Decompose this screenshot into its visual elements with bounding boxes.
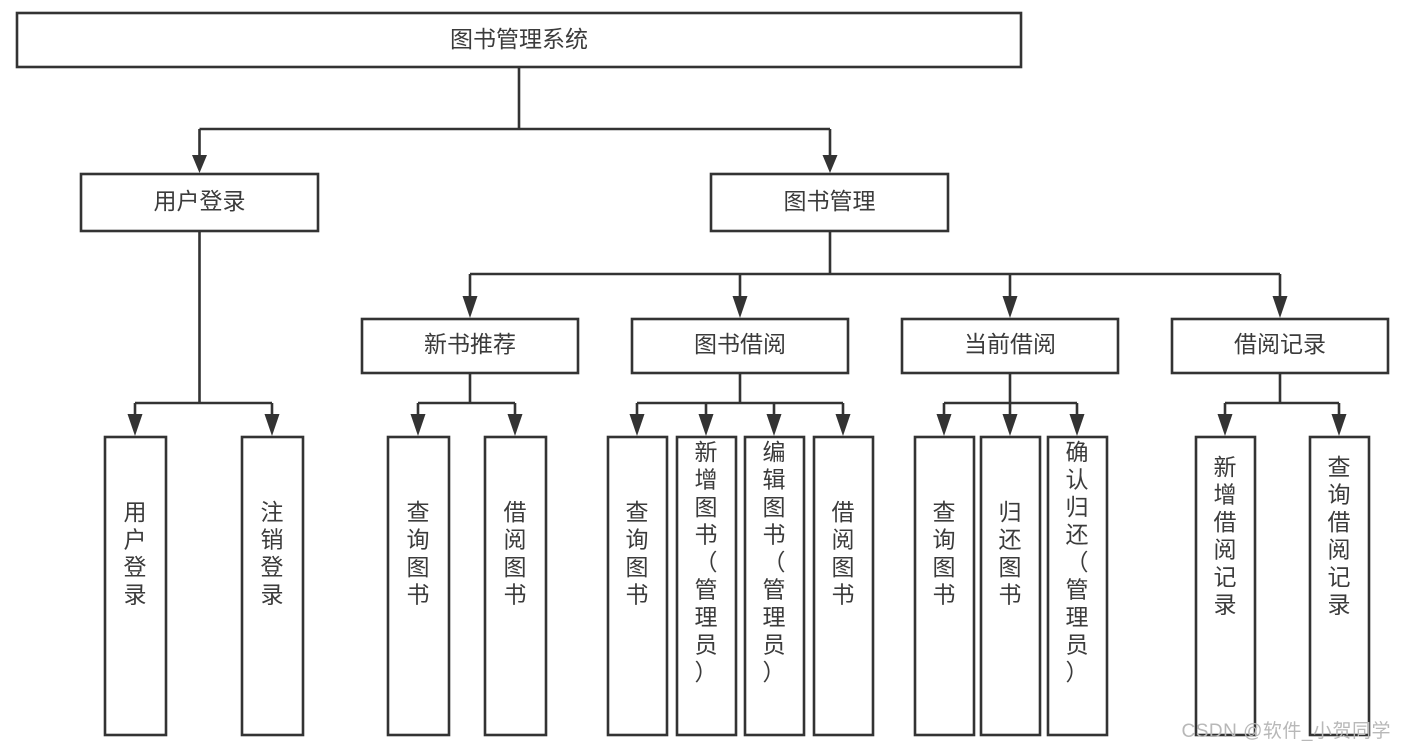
arrow-head-icon <box>698 414 714 436</box>
arrow-head-icon <box>507 414 523 436</box>
node-root[interactable]: 图书管理系统 <box>15 11 1023 69</box>
leaf-node[interactable]: 确认归还（管理员） <box>1046 435 1109 737</box>
connector-userlogin-to-leaves <box>127 231 280 436</box>
node-current-borrow-label: 当前借阅 <box>964 331 1056 357</box>
arrow-head-icon <box>1069 414 1085 436</box>
leaf-label-vertical: 用户登录 <box>124 499 147 608</box>
connector-newbook-to-leaves <box>410 373 523 436</box>
arrow-head-icon <box>264 414 280 436</box>
arrow-head-icon <box>1002 414 1018 436</box>
leaf-label-vertical: 查询图书 <box>933 499 956 608</box>
leaf-label-vertical: 查询借阅记录 <box>1328 454 1351 618</box>
arrow-head-icon <box>766 414 782 436</box>
leaf-node[interactable]: 借阅图书 <box>483 435 548 737</box>
node-user-login[interactable]: 用户登录 <box>79 172 320 233</box>
csdn-watermark: CSDN @软件_小贺同学 <box>1181 721 1391 742</box>
leaf-label-vertical: 查询图书 <box>626 499 649 608</box>
arrow-head-icon <box>1217 414 1233 436</box>
leaf-node[interactable]: 归还图书 <box>979 435 1042 737</box>
arrow-head-icon <box>936 414 952 436</box>
arrow-head-icon <box>462 296 478 318</box>
node-new-book-recommend-label: 新书推荐 <box>424 331 516 357</box>
arrow-head-icon <box>822 155 838 173</box>
node-borrow-record-label: 借阅记录 <box>1234 331 1326 357</box>
arrow-head-icon <box>127 414 143 436</box>
leaf-node[interactable]: 用户登录 <box>103 435 168 737</box>
leaf-node[interactable]: 查询图书 <box>386 435 451 737</box>
node-book-management[interactable]: 图书管理 <box>709 172 950 233</box>
arrow-head-icon <box>629 414 645 436</box>
leaf-label-vertical: 编辑图书（管理员） <box>763 439 786 685</box>
node-root-label: 图书管理系统 <box>450 26 588 52</box>
leaf-node[interactable]: 新增借阅记录 <box>1194 435 1257 737</box>
node-book-borrow-label: 图书借阅 <box>694 331 786 357</box>
arrow-head-icon <box>835 414 851 436</box>
leaf-label-vertical: 借阅图书 <box>504 499 527 608</box>
leaf-node[interactable]: 借阅图书 <box>812 435 875 737</box>
leaf-node[interactable]: 注销登录 <box>240 435 305 737</box>
arrow-head-icon <box>1331 414 1347 436</box>
leaf-node[interactable]: 编辑图书（管理员） <box>743 435 806 737</box>
leaf-node[interactable]: 查询借阅记录 <box>1308 435 1371 737</box>
node-book-management-label: 图书管理 <box>784 188 876 214</box>
connector-currentborrow-to-leaves <box>936 373 1085 436</box>
arrow-head-icon <box>410 414 426 436</box>
connector-bookborrow-to-leaves <box>629 373 851 436</box>
arrow-head-icon <box>1272 296 1288 318</box>
leaf-label-vertical: 归还图书 <box>999 499 1022 608</box>
connector-borrowrecord-to-leaves <box>1217 373 1347 436</box>
node-borrow-record[interactable]: 借阅记录 <box>1170 317 1390 375</box>
leaf-label-vertical: 注销登录 <box>261 499 284 608</box>
leaf-node[interactable]: 查询图书 <box>913 435 976 737</box>
leaf-label-vertical: 新增图书（管理员） <box>695 439 718 685</box>
node-book-borrow[interactable]: 图书借阅 <box>630 317 850 375</box>
arrow-head-icon <box>1002 296 1018 318</box>
connector-root-to-level2 <box>192 67 838 173</box>
node-current-borrow[interactable]: 当前借阅 <box>900 317 1120 375</box>
node-user-login-label: 用户登录 <box>154 188 246 214</box>
leaf-label-vertical: 借阅图书 <box>832 499 855 608</box>
leaf-label-vertical: 查询图书 <box>407 499 430 608</box>
leaf-node[interactable]: 查询图书 <box>606 435 669 737</box>
leaf-label-vertical: 确认归还（管理员） <box>1066 439 1089 685</box>
leaf-label-vertical: 新增借阅记录 <box>1214 454 1237 618</box>
connector-bookmgmt-to-level3 <box>462 231 1288 318</box>
arrow-head-icon <box>192 155 207 173</box>
leaf-node[interactable]: 新增图书（管理员） <box>675 435 738 737</box>
node-new-book-recommend[interactable]: 新书推荐 <box>360 317 580 375</box>
arrow-head-icon <box>732 296 748 318</box>
